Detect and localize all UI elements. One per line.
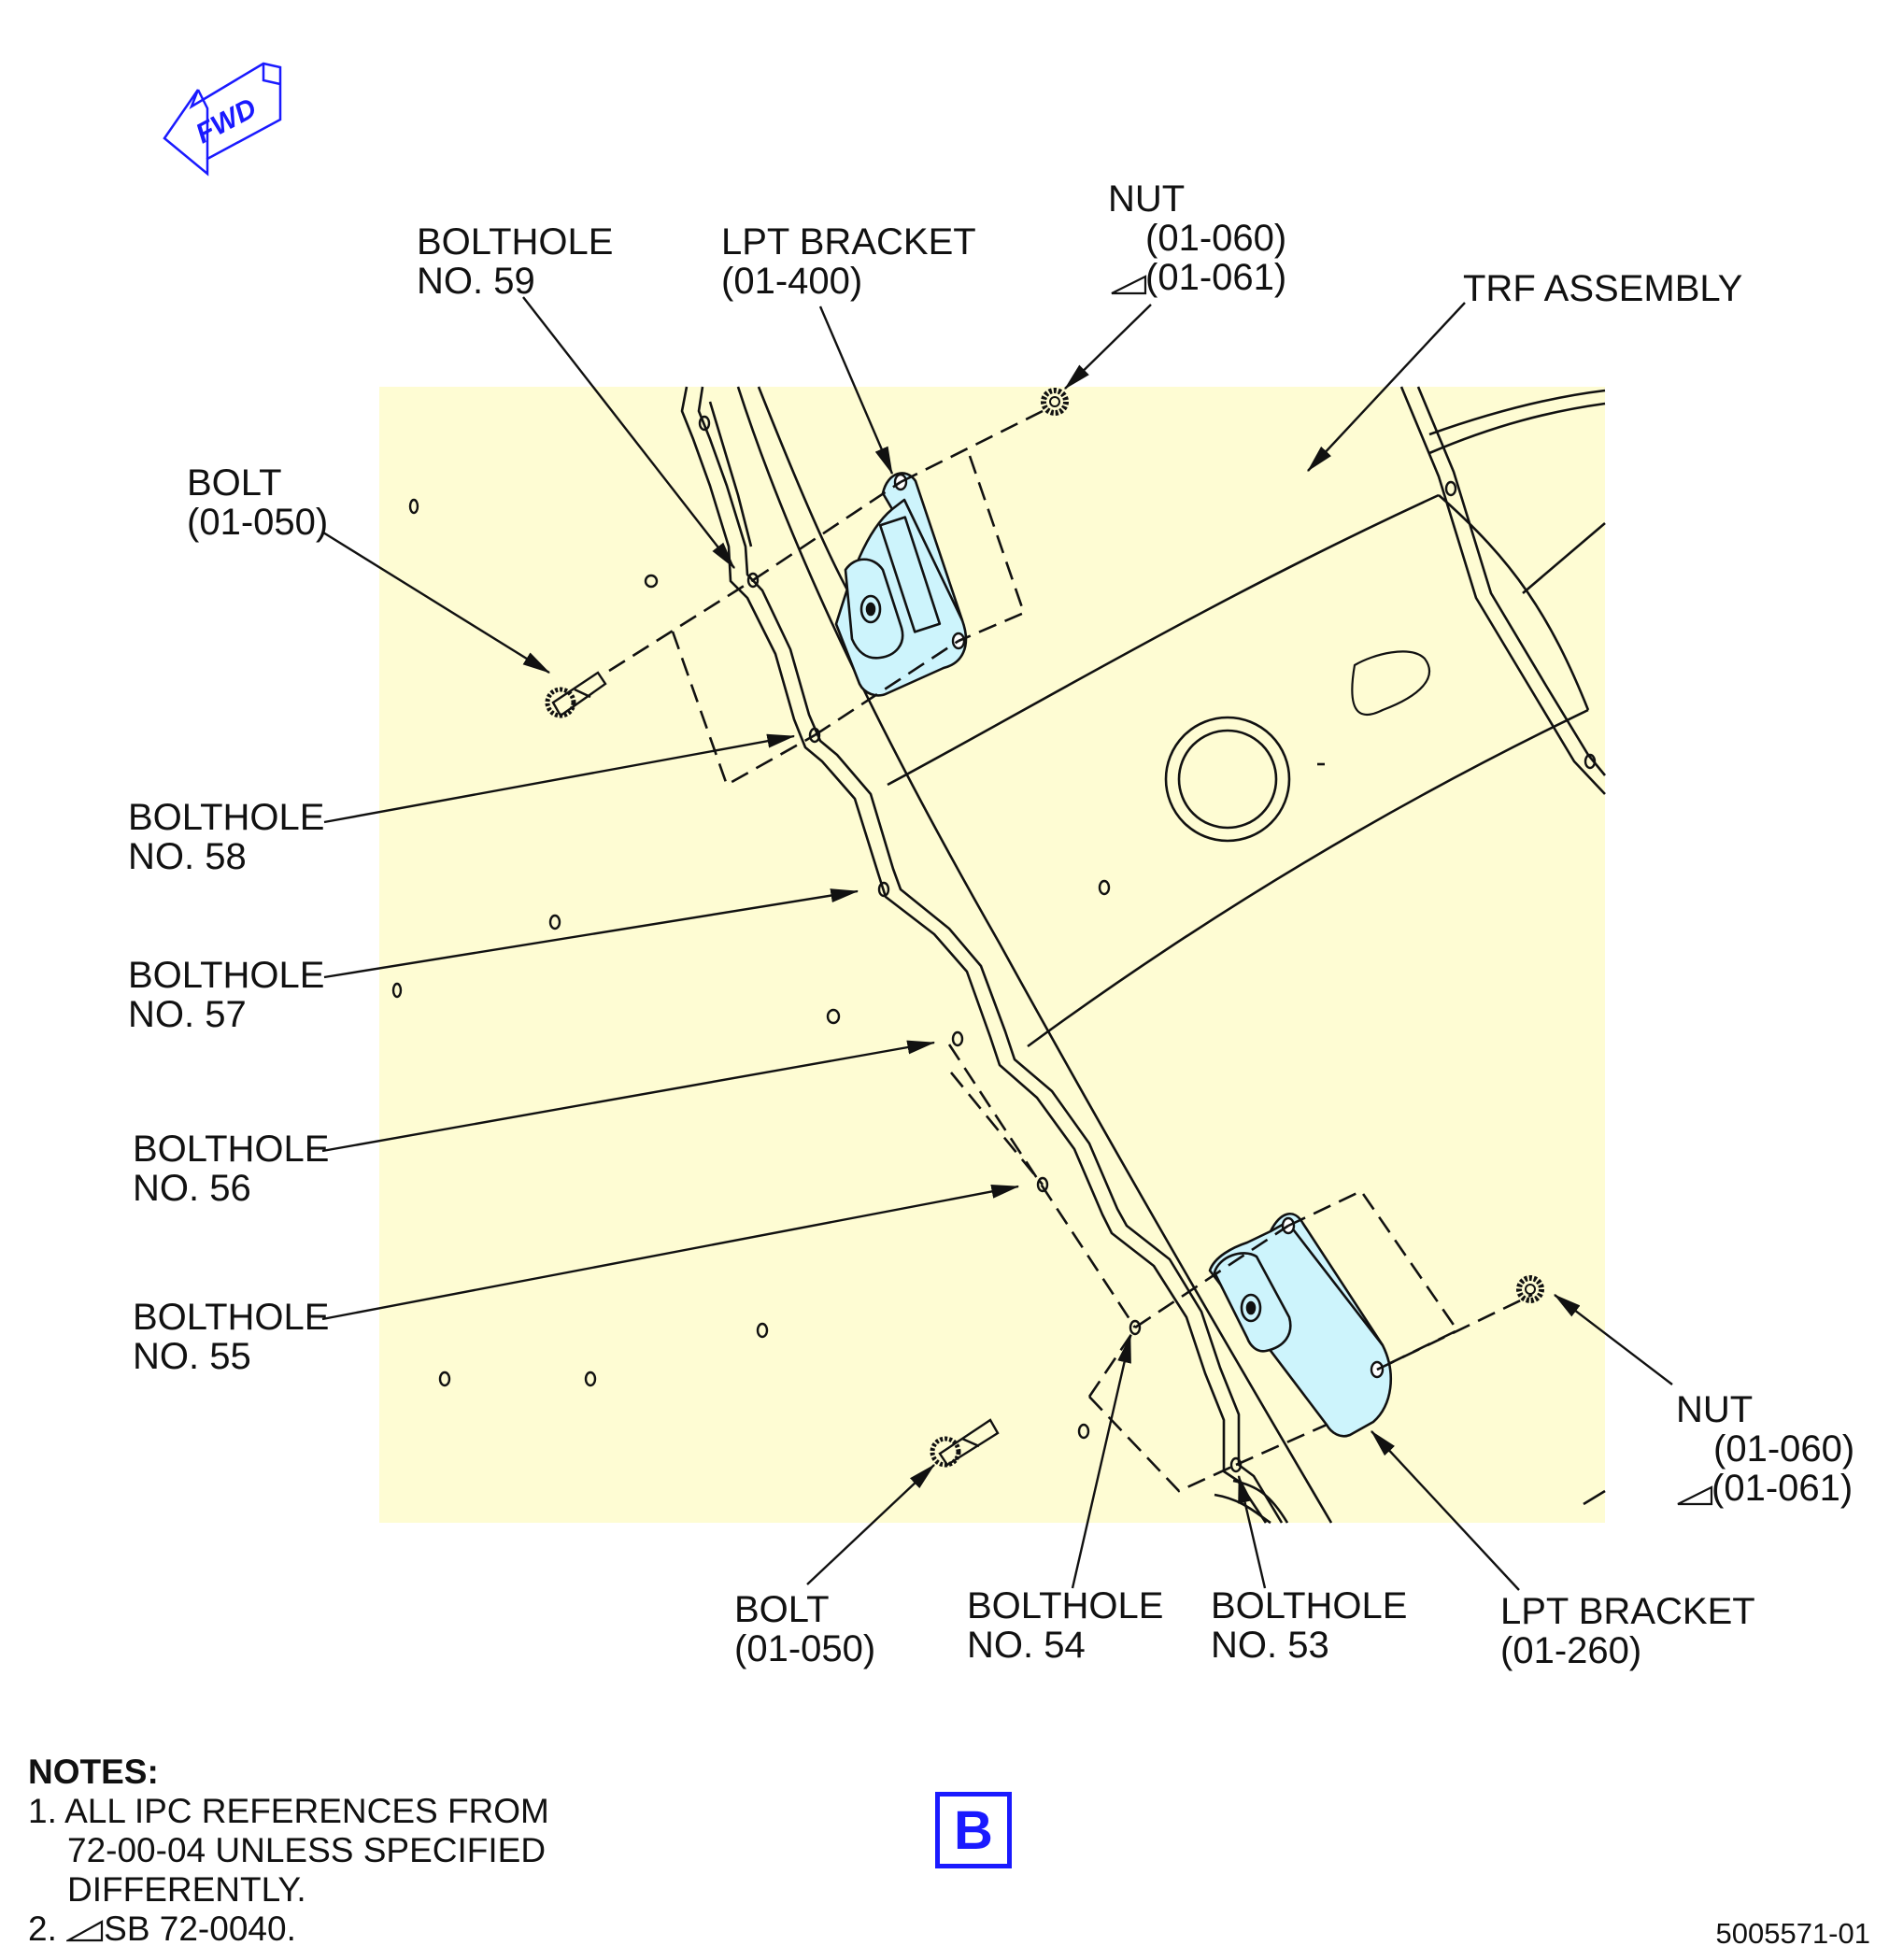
leader-bolthole-53 xyxy=(1237,1474,1267,1589)
label-nut-bottom: NUT (01-060) (01-061) xyxy=(1676,1389,1854,1509)
svg-text:NUT: NUT xyxy=(1108,178,1185,220)
sb-triangle-icon xyxy=(1111,275,1147,295)
bolt-top-icon xyxy=(545,671,607,718)
leader-bolthole-56 xyxy=(321,1040,936,1153)
note-2: 2. SB 72-0040. xyxy=(28,1910,549,1949)
background-panel xyxy=(379,387,1605,1523)
note-2-text: SB 72-0040. xyxy=(104,1910,296,1948)
leader-bolthole-55 xyxy=(321,1185,1020,1321)
note-1-line-3: DIFFERENTLY. xyxy=(67,1870,306,1909)
leader-bolthole-59 xyxy=(522,296,735,569)
leader-nut-top xyxy=(1064,304,1152,390)
label-nut-top: NUT (01-060) (01-061) xyxy=(1108,178,1286,298)
svg-text:(01-060): (01-060) xyxy=(1713,1428,1854,1470)
svg-text:(01-060): (01-060) xyxy=(1145,218,1286,259)
note-2-number: 2. xyxy=(28,1910,67,1948)
view-label: B xyxy=(935,1792,1012,1868)
figure-number: 5005571-01 xyxy=(1715,1917,1871,1950)
leader-bolt-top xyxy=(322,531,551,675)
assembly-dashed-lines xyxy=(608,409,1533,1493)
leader-trf-assembly xyxy=(1307,302,1466,472)
nut-top-icon xyxy=(1041,388,1069,416)
leader-bolt-bottom xyxy=(806,1464,935,1585)
leader-bolthole-57 xyxy=(323,888,859,979)
note-1-line-2: 72-00-04 UNLESS SPECIFIED xyxy=(67,1831,547,1869)
sb-triangle-icon xyxy=(66,1920,104,1942)
fwd-arrow-icon: FWD xyxy=(163,62,282,177)
bolt-bottom-icon xyxy=(930,1418,1000,1468)
leader-nut-bottom xyxy=(1554,1294,1673,1385)
note-1-line-1: 1. ALL IPC REFERENCES FROM xyxy=(28,1792,549,1830)
notes-heading: NOTES: xyxy=(28,1753,159,1791)
label-lpt-bracket-top: LPT BRACKET(01-400) xyxy=(721,221,976,302)
leader-lpt-bracket-top xyxy=(818,305,894,476)
sb-triangle-icon xyxy=(1677,1485,1713,1506)
label-lpt-bracket-bottom: LPT BRACKET(01-260) xyxy=(1500,1591,1755,1671)
label-bolt-top: BOLT(01-050) xyxy=(187,462,328,543)
nut-bottom-icon xyxy=(1516,1275,1544,1303)
notes-block: NOTES: 1. ALL IPC REFERENCES FROM 72-00-… xyxy=(28,1753,549,1949)
svg-text:(01-061): (01-061) xyxy=(1145,257,1286,298)
leader-lines xyxy=(321,296,1673,1591)
small-holes xyxy=(391,415,1597,1473)
svg-text:(01-061): (01-061) xyxy=(1711,1468,1853,1509)
svg-text:NUT: NUT xyxy=(1676,1389,1753,1430)
label-trf-assembly: TRF ASSEMBLY xyxy=(1463,268,1742,309)
label-bolt-bottom: BOLT(01-050) xyxy=(734,1589,875,1669)
trf-structure xyxy=(680,386,1607,1525)
leader-bolthole-54 xyxy=(1071,1334,1132,1589)
lpt-bracket-top xyxy=(834,472,968,697)
leader-lpt-bracket-bottom xyxy=(1371,1430,1520,1591)
leader-bolthole-58 xyxy=(323,733,796,824)
